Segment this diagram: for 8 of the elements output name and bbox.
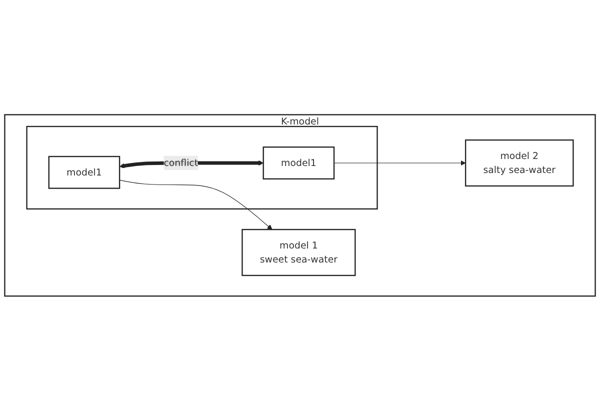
node-box: model 2 salty sea-water [464, 140, 574, 187]
node-box: model1 [48, 156, 120, 190]
arrow [119, 180, 272, 230]
arrow [334, 160, 466, 166]
edge-label: conflict [164, 157, 198, 168]
node-box: model1 [262, 146, 335, 180]
node-box: model 1 sweet sea-water [242, 229, 356, 276]
cluster [26, 126, 378, 210]
